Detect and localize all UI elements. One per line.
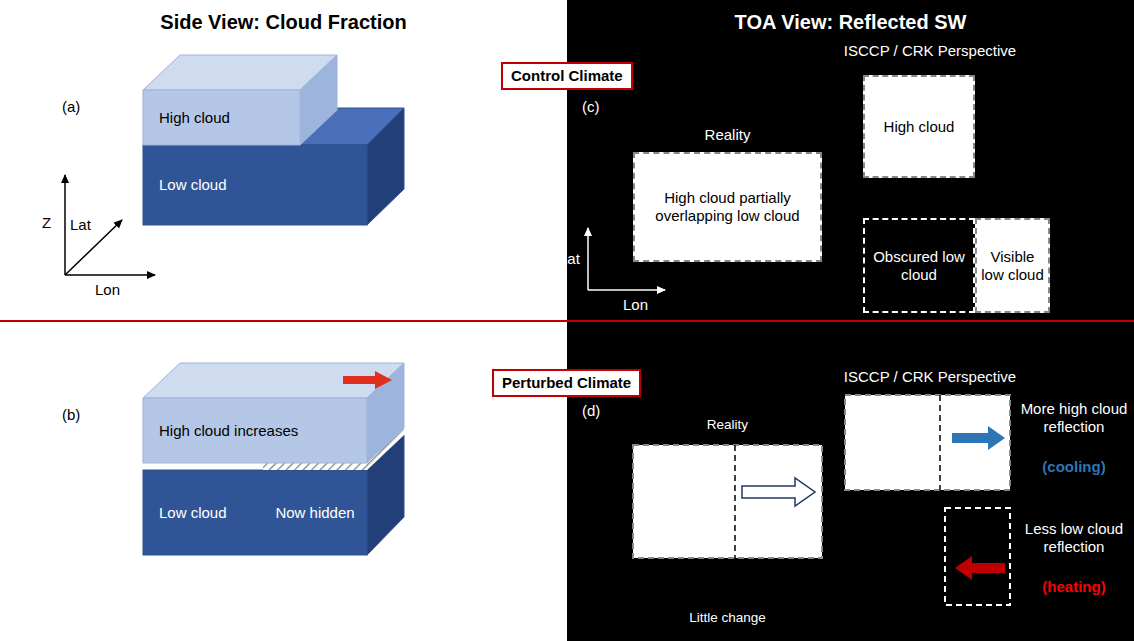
obscured-cloud-box: Obscured low cloud <box>863 218 975 313</box>
reality-box: RealityLittle change <box>633 445 822 596</box>
node-text: Now hidden <box>275 504 354 522</box>
node-text: High cloud increases <box>159 422 298 440</box>
cloud-face: High cloud increases <box>143 398 367 463</box>
panel-heading: Side View: Cloud Fraction <box>0 10 567 34</box>
label: (c) <box>582 98 622 116</box>
reality-box: RealityHigh cloud partially overlapping … <box>633 152 822 262</box>
cloud-face: High cloud <box>143 90 300 145</box>
node-text: Low cloud <box>159 504 227 522</box>
label: More high cloud reflection <box>1020 400 1128 436</box>
panel-heading: TOA View: Reflected SW <box>567 10 1134 34</box>
label: (d) <box>582 402 622 420</box>
node-text: Control Climate <box>511 67 623 85</box>
label: (heating) <box>1020 578 1128 596</box>
node-text: High cloud <box>159 109 230 127</box>
node-text: Obscured low cloud <box>869 248 969 284</box>
label: (cooling) <box>1020 458 1128 476</box>
node-text: Reality <box>635 126 820 144</box>
label: Lat <box>559 250 587 268</box>
label: Less low cloud reflection <box>1020 520 1128 556</box>
climate-box: Perturbed Climate <box>492 369 641 397</box>
climate-box: Control Climate <box>501 62 633 90</box>
node-text: High cloud <box>884 118 955 136</box>
label: Z <box>42 214 62 232</box>
node-text: High cloud partially overlapping low clo… <box>641 189 814 225</box>
node-text: Reality <box>633 417 822 433</box>
label: ISCCP / CRK Perspective <box>820 42 1040 60</box>
node-text: Little change <box>633 610 822 626</box>
label: Lon <box>623 296 663 314</box>
label: Lon <box>95 281 135 299</box>
node-text: Low cloud <box>159 176 227 194</box>
node-text: Perturbed Climate <box>502 374 631 392</box>
label: (b) <box>62 406 102 424</box>
cloud-face: Now hidden <box>263 470 367 555</box>
node-text: Visible low cloud <box>980 248 1045 284</box>
cloud-face: Low cloud <box>143 470 263 555</box>
label: (a) <box>62 98 102 116</box>
label: ISCCP / CRK Perspective <box>820 368 1040 386</box>
label: Lat <box>70 216 110 234</box>
cloud-face: Low cloud <box>143 145 367 225</box>
high-cloud-box: High cloud <box>863 75 975 178</box>
visible-cloud-box: Visible low cloud <box>975 218 1050 313</box>
